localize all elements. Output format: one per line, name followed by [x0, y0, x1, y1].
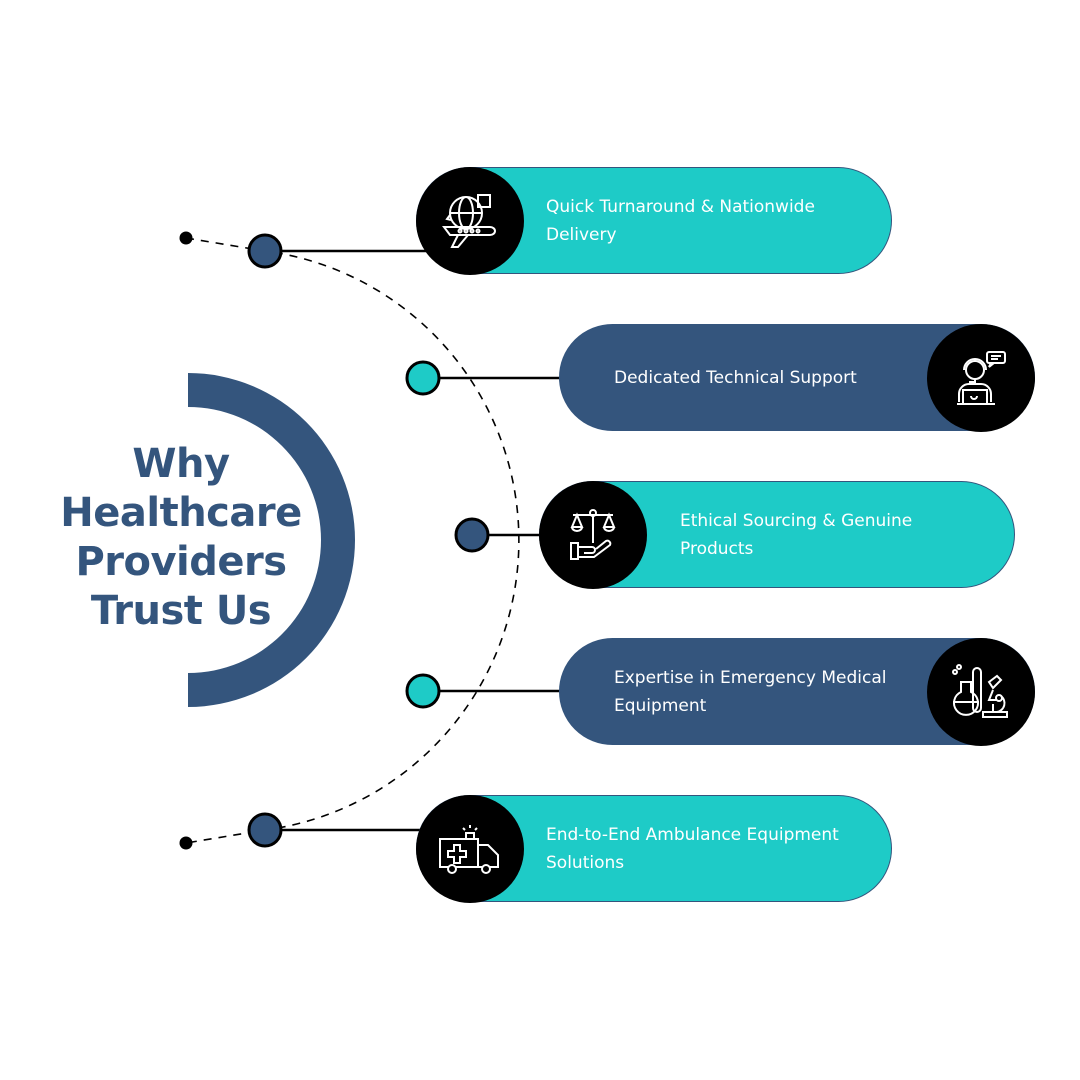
feature-item-ambulance: End-to-End Ambulance Equipment Solutions	[416, 795, 892, 903]
end-dot-bottom	[179, 836, 193, 850]
feature-label: Quick Turnaround & Nationwide Delivery	[546, 196, 815, 245]
feature-item-sourcing: Ethical Sourcing & Genuine Products	[539, 481, 1015, 589]
ambulance-icon	[416, 795, 524, 903]
page-title: Why Healthcare Providers Trust Us	[40, 440, 322, 636]
feature-label: End-to-End Ambulance Equipment Solutions	[546, 824, 839, 873]
node-3	[454, 517, 490, 553]
feature-item-delivery: Quick Turnaround & Nationwide Delivery	[416, 167, 892, 275]
feature-label: Expertise in Emergency Medical Equipment	[614, 667, 887, 716]
feature-label: Ethical Sourcing & Genuine Products	[680, 510, 913, 559]
title-line: Healthcare	[60, 490, 302, 536]
node-1	[247, 233, 283, 269]
end-dot-top	[179, 231, 193, 245]
feature-item-support: Dedicated Technical Support	[559, 324, 1035, 432]
lab-flask-microscope-icon	[927, 638, 1035, 746]
title-line: Why	[132, 441, 230, 487]
connector-lines	[265, 249, 562, 832]
dashed-arc	[185, 237, 520, 844]
support-agent-icon	[927, 324, 1035, 432]
node-5	[247, 812, 283, 848]
scales-in-hand-icon	[539, 481, 647, 589]
half-ring	[188, 373, 355, 707]
title-line: Providers	[75, 539, 287, 585]
node-4	[405, 673, 441, 709]
title-line: Trust Us	[90, 588, 272, 634]
feature-item-expertise: Expertise in Emergency Medical Equipment	[559, 638, 1035, 746]
globe-airplane-delivery-icon	[416, 167, 524, 275]
feature-label: Dedicated Technical Support	[614, 367, 857, 388]
node-2	[405, 360, 441, 396]
